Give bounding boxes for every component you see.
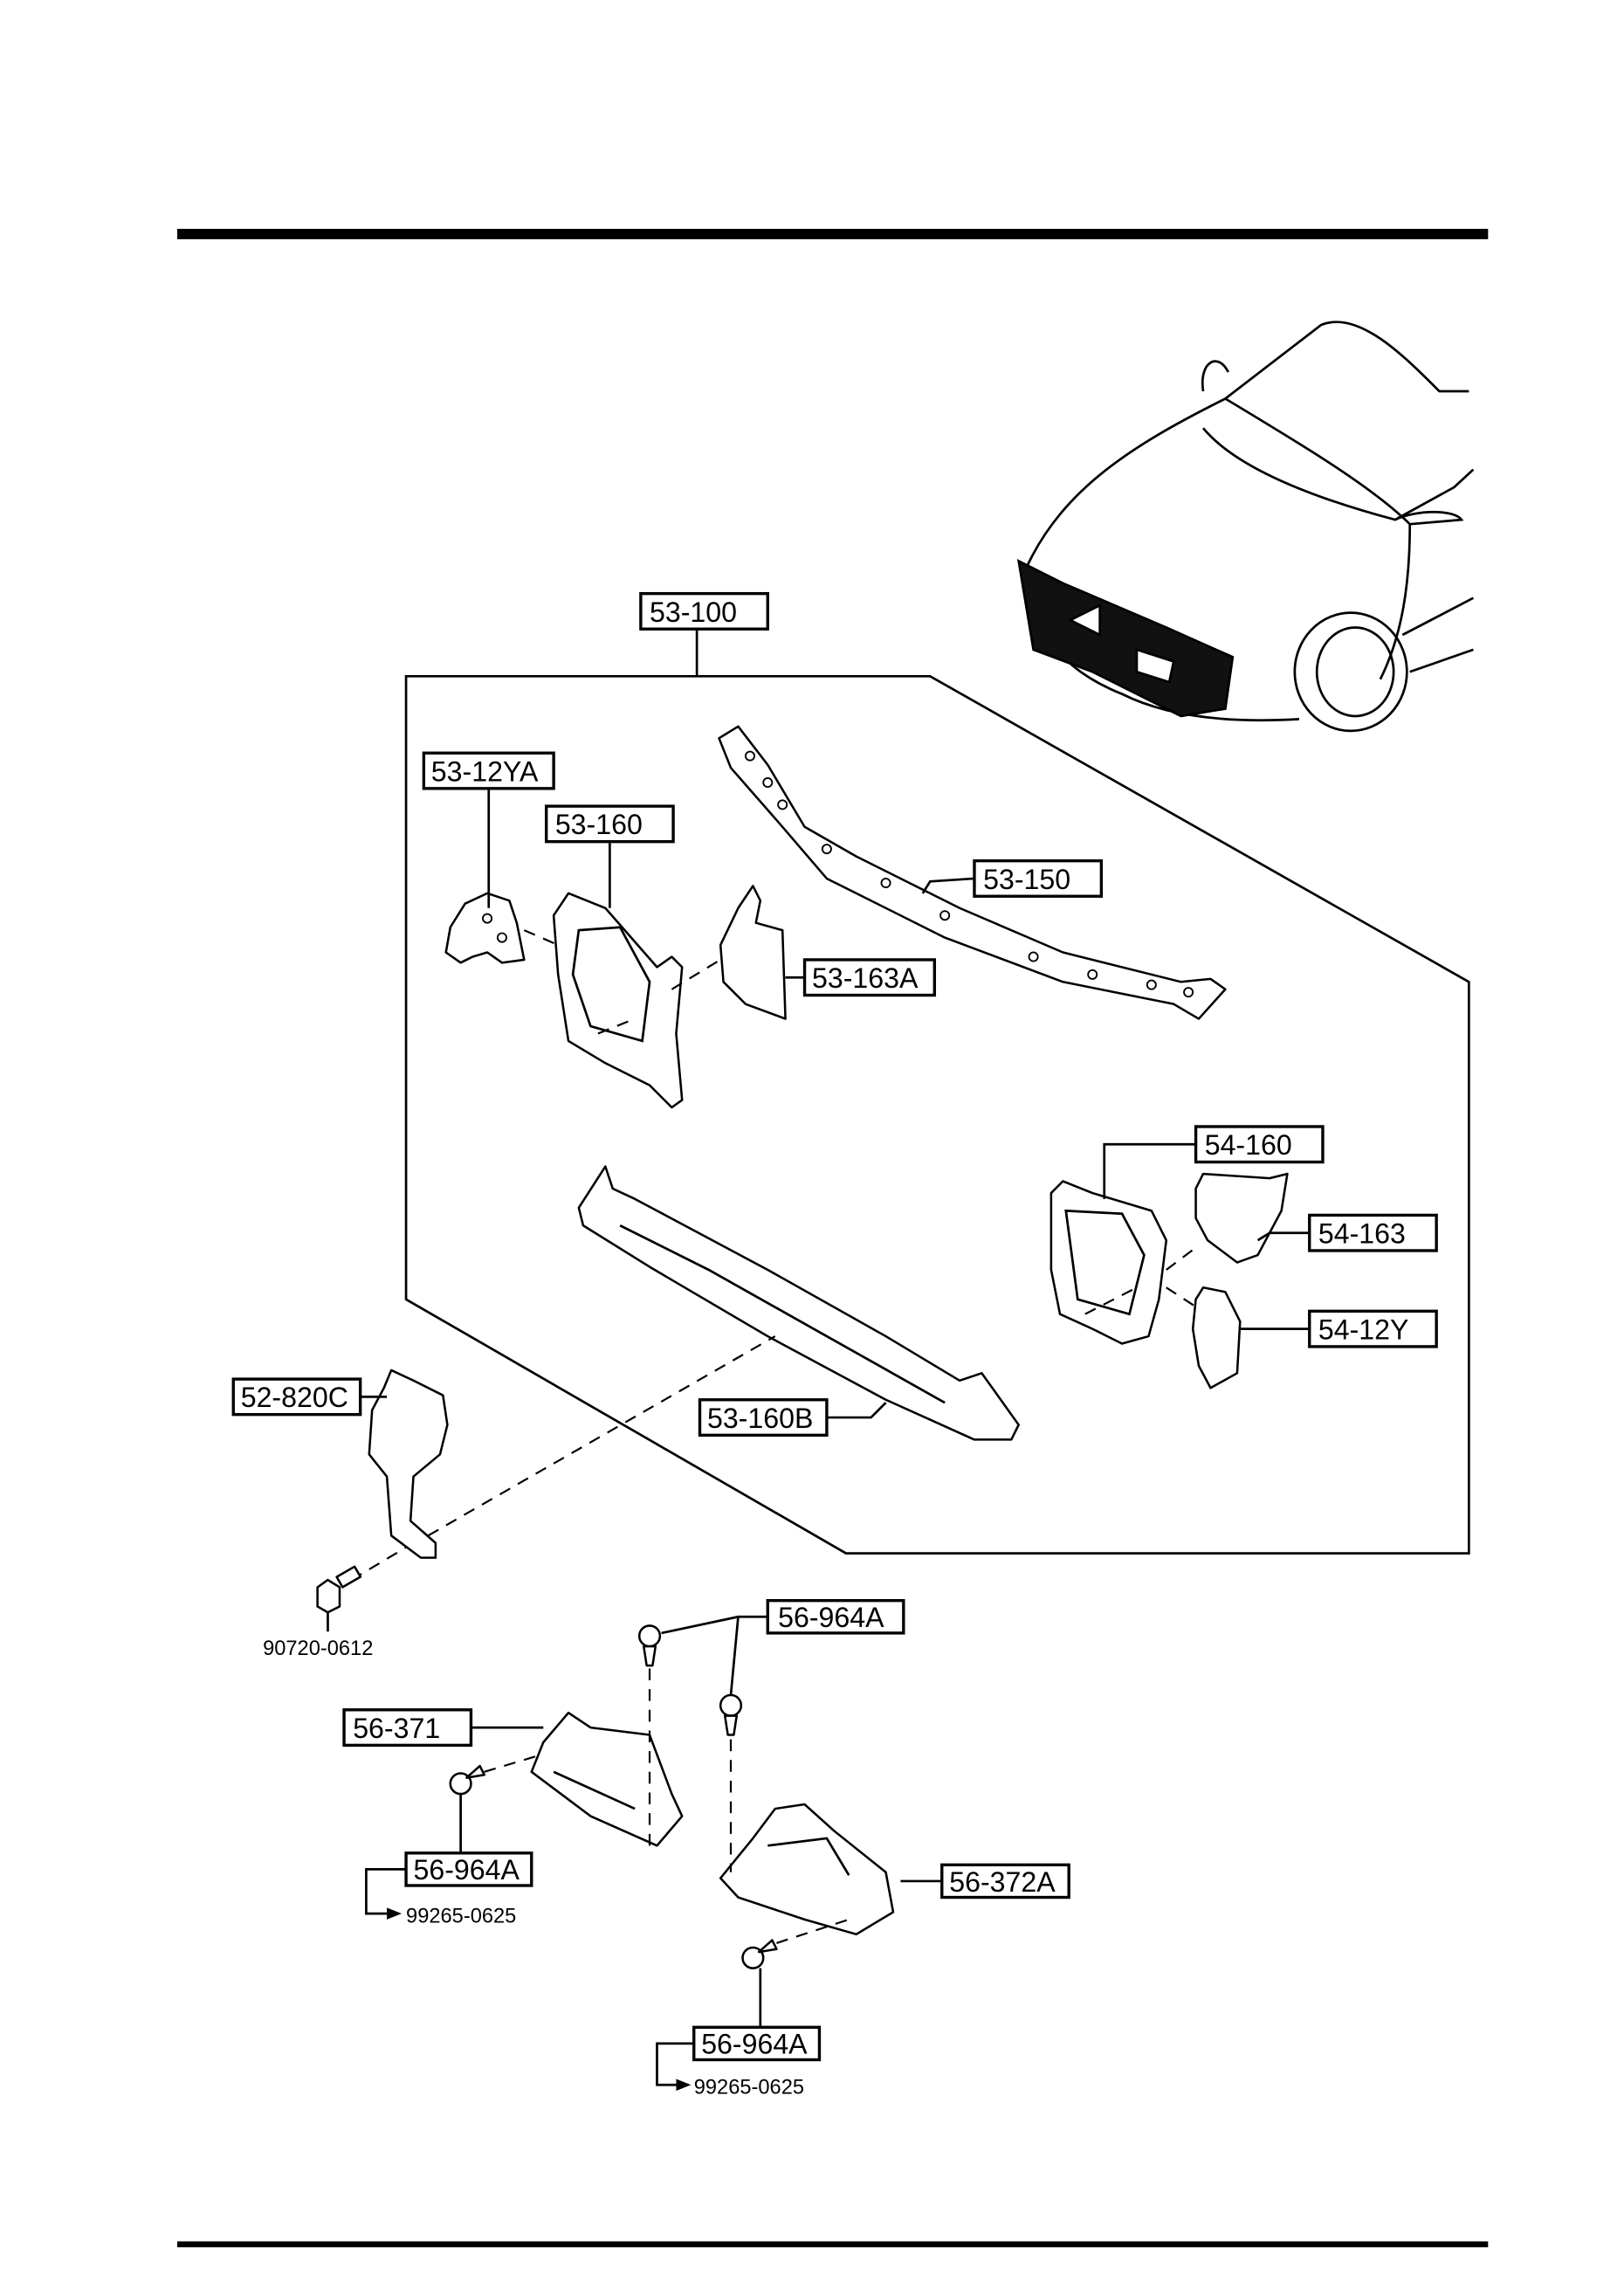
svg-text:54-12Y: 54-12Y xyxy=(1318,1313,1409,1345)
svg-text:56-371: 56-371 xyxy=(353,1713,440,1744)
svg-text:56-964A: 56-964A xyxy=(778,1602,884,1633)
callout-56-964A-mid: 56-964A xyxy=(404,1851,533,1887)
svg-text:53-163A: 53-163A xyxy=(812,962,919,994)
leader-lines xyxy=(360,788,1310,2086)
callout-53-160B: 53-160B xyxy=(698,1398,829,1438)
part-56-371 xyxy=(530,1711,684,1847)
svg-text:53-160: 53-160 xyxy=(555,809,643,840)
assembly-outline xyxy=(404,674,1470,1555)
part-number-bolt: 90720-0612 xyxy=(263,1638,373,1660)
top-rule xyxy=(177,229,1489,239)
part-number-clip-mid: 99265-0625 xyxy=(406,1905,516,1927)
callout-56-371: 56-371 xyxy=(342,1708,473,1748)
callout-54-12Y: 54-12Y xyxy=(1308,1309,1438,1348)
clip-icon xyxy=(719,1693,743,1736)
clip-icon xyxy=(449,1764,485,1796)
callout-56-372A: 56-372A xyxy=(940,1863,1070,1900)
callout-53-150: 53-150 xyxy=(973,858,1104,898)
callout-54-163: 54-163 xyxy=(1308,1213,1438,1252)
callout-54-160: 54-160 xyxy=(1194,1125,1325,1164)
svg-text:54-163: 54-163 xyxy=(1318,1218,1406,1250)
car-illustration xyxy=(1016,321,1475,733)
part-53-160B xyxy=(577,1165,1020,1441)
svg-text:53-100: 53-100 xyxy=(650,596,737,628)
bolt-icon xyxy=(316,1565,362,1614)
svg-text:54-160: 54-160 xyxy=(1205,1129,1292,1161)
svg-text:56-372A: 56-372A xyxy=(949,1866,1056,1898)
svg-text:53-150: 53-150 xyxy=(983,864,1070,895)
callout-52-820C: 52-820C xyxy=(231,1377,362,1417)
clip-icon xyxy=(741,1939,778,1969)
part-53-160 xyxy=(552,892,684,1109)
svg-text:53-12YA: 53-12YA xyxy=(431,755,539,787)
part-53-163A xyxy=(719,885,787,1020)
clip-icon xyxy=(637,1624,662,1667)
callout-53-12YA: 53-12YA xyxy=(422,751,555,790)
svg-text:56-964A: 56-964A xyxy=(701,2029,808,2060)
callout-53-163A: 53-163A xyxy=(802,958,937,997)
callout-56-964A-top: 56-964A xyxy=(766,1599,905,1635)
svg-text:56-964A: 56-964A xyxy=(414,1854,520,1886)
part-number-clip-bottom: 99265-0625 xyxy=(694,2076,804,2099)
svg-text:53-160B: 53-160B xyxy=(707,1403,813,1434)
part-53-12YA xyxy=(444,892,526,964)
bottom-rule xyxy=(177,2241,1489,2248)
part-53-150 xyxy=(718,725,1227,1020)
svg-text:52-820C: 52-820C xyxy=(241,1382,348,1413)
part-54-163 xyxy=(1194,1172,1289,1264)
part-56-372A xyxy=(719,1803,895,1936)
callout-56-964A-bottom: 56-964A xyxy=(692,2025,822,2062)
callout-53-100: 53-100 xyxy=(639,591,769,631)
part-54-12Y xyxy=(1191,1286,1242,1389)
callout-53-160: 53-160 xyxy=(544,804,675,844)
part-52-820C xyxy=(368,1369,449,1559)
part-54-160 xyxy=(1049,1180,1168,1345)
